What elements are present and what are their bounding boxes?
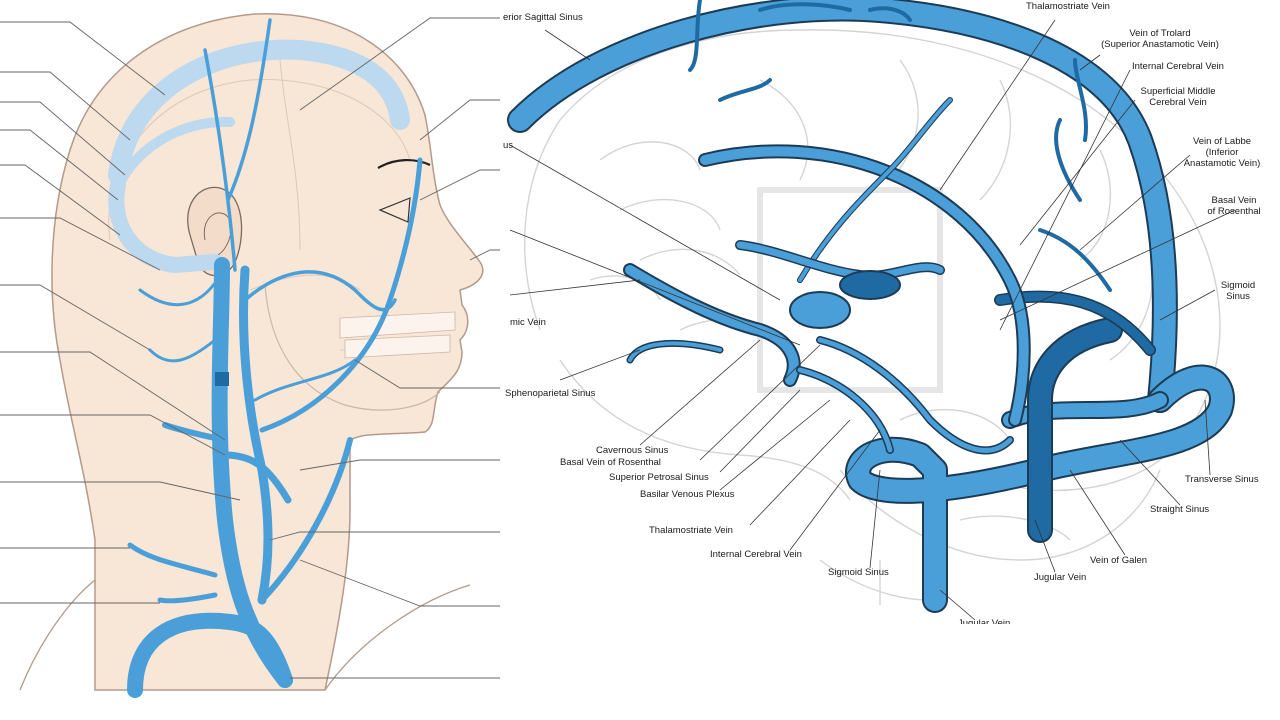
eye	[378, 197, 411, 223]
occipital-vein	[148, 338, 217, 363]
label-superficial-middle-cerebral: Superficial Middle Cerebral Vein	[1141, 86, 1216, 108]
top-branch-1	[688, 0, 912, 72]
label-vein-of-labbe: Vein of Labbe (Inferior Anastamotic Vein…	[1184, 136, 1261, 169]
label-vein-of-galen: Vein of Galen	[1090, 555, 1148, 566]
brachiocephalic-arch	[127, 612, 293, 698]
thyroid-branch-2	[162, 422, 228, 443]
trolard-vein	[1054, 58, 1088, 202]
label-basal-vein-top: Basal Vein of Rosenthal	[1207, 195, 1260, 217]
label-jugular-vein-partial: Jugular Vein	[958, 618, 1011, 624]
superficial-temporal-vein	[203, 18, 272, 272]
label-labbe-2: (Inferior	[1205, 147, 1239, 158]
jugular-marker	[215, 372, 229, 386]
label-cavernous-sinus: Cavernous Sinus	[596, 445, 669, 456]
retromandibular-vein	[243, 270, 397, 312]
label-basal-top-1: Basal Vein	[1211, 195, 1257, 206]
label-sigmoid-right-2: Sinus	[1226, 291, 1250, 302]
superior-sagittal-sinus-left	[108, 39, 410, 185]
mandible	[264, 284, 441, 411]
top-branch-2	[718, 78, 772, 102]
label-transverse-sinus: Transverse Sinus	[1185, 474, 1259, 485]
label-sphenoparietal-sinus: Sphenoparietal Sinus	[505, 388, 596, 399]
label-superficial-middle-2: Cerebral Vein	[1149, 97, 1207, 108]
label-straight-sinus: Straight Sinus	[1150, 504, 1210, 515]
label-vein-of-trolard-1: Vein of Trolard	[1129, 28, 1191, 39]
label-vein-of-trolard-2: (Superior Anastamotic Vein)	[1101, 39, 1219, 50]
skull-outline	[108, 59, 456, 351]
suprascapular-vein	[127, 542, 218, 578]
maxillary-vein	[253, 358, 357, 402]
thyroid-branch-1	[221, 451, 292, 504]
label-labbe-3: Anastamotic Vein)	[1183, 158, 1261, 169]
label-sigmoid-sinus-bottom: Sigmoid Sinus	[828, 567, 889, 578]
anterior-jugular-vein	[259, 437, 353, 603]
label-thalamostriate-bottom: Thalamostriate Vein	[649, 525, 733, 536]
shoulder-outline	[19, 579, 471, 691]
label-sigmoid-right-1: Sigmoid	[1220, 280, 1256, 291]
venous-confluence-center	[789, 291, 851, 329]
label-internal-cerebral-top: Internal Cerebral Vein	[1132, 61, 1224, 72]
label-superior-petrosal-sinus: Superior Petrosal Sinus	[609, 472, 709, 483]
head-silhouette	[51, 13, 484, 691]
petrosal-sinus	[796, 366, 894, 454]
right-leader-lines	[509, 19, 1236, 621]
label-basal-vein-bottom: Basal Vein of Rosenthal	[560, 457, 661, 468]
posterior-auricular-vein	[138, 263, 227, 307]
label-us-partial: us	[503, 140, 514, 151]
label-mic-vein: mic Vein	[510, 317, 546, 328]
left-leader-lines	[0, 17, 500, 679]
label-superficial-middle-1: Superficial Middle	[1140, 86, 1216, 97]
label-internal-cerebral-bottom: Internal Cerebral Vein	[710, 549, 802, 560]
venous-confluence-upper	[839, 270, 901, 300]
label-jugular-vein: Jugular Vein	[1034, 572, 1087, 583]
label-superior-sagittal-sinus: erior Sagittal Sinus	[503, 12, 583, 23]
label-sigmoid-sinus-right: Sigmoid Sinus	[1221, 280, 1255, 302]
label-thalamostriate-top: Thalamostriate Vein	[1026, 1, 1110, 12]
eyebrow	[377, 159, 431, 169]
facial-vein	[259, 157, 423, 433]
transverse-cervical-vein	[157, 592, 218, 604]
head-neck-vein-diagram	[0, 13, 500, 698]
label-labbe-1: Vein of Labbe	[1192, 136, 1252, 147]
label-basal-top-2: of Rosenthal	[1207, 206, 1261, 217]
label-basilar-venous-plexus: Basilar Venous Plexus	[640, 489, 735, 500]
label-vein-of-trolard: Vein of Trolard (Superior Anastamotic Ve…	[1101, 28, 1219, 50]
